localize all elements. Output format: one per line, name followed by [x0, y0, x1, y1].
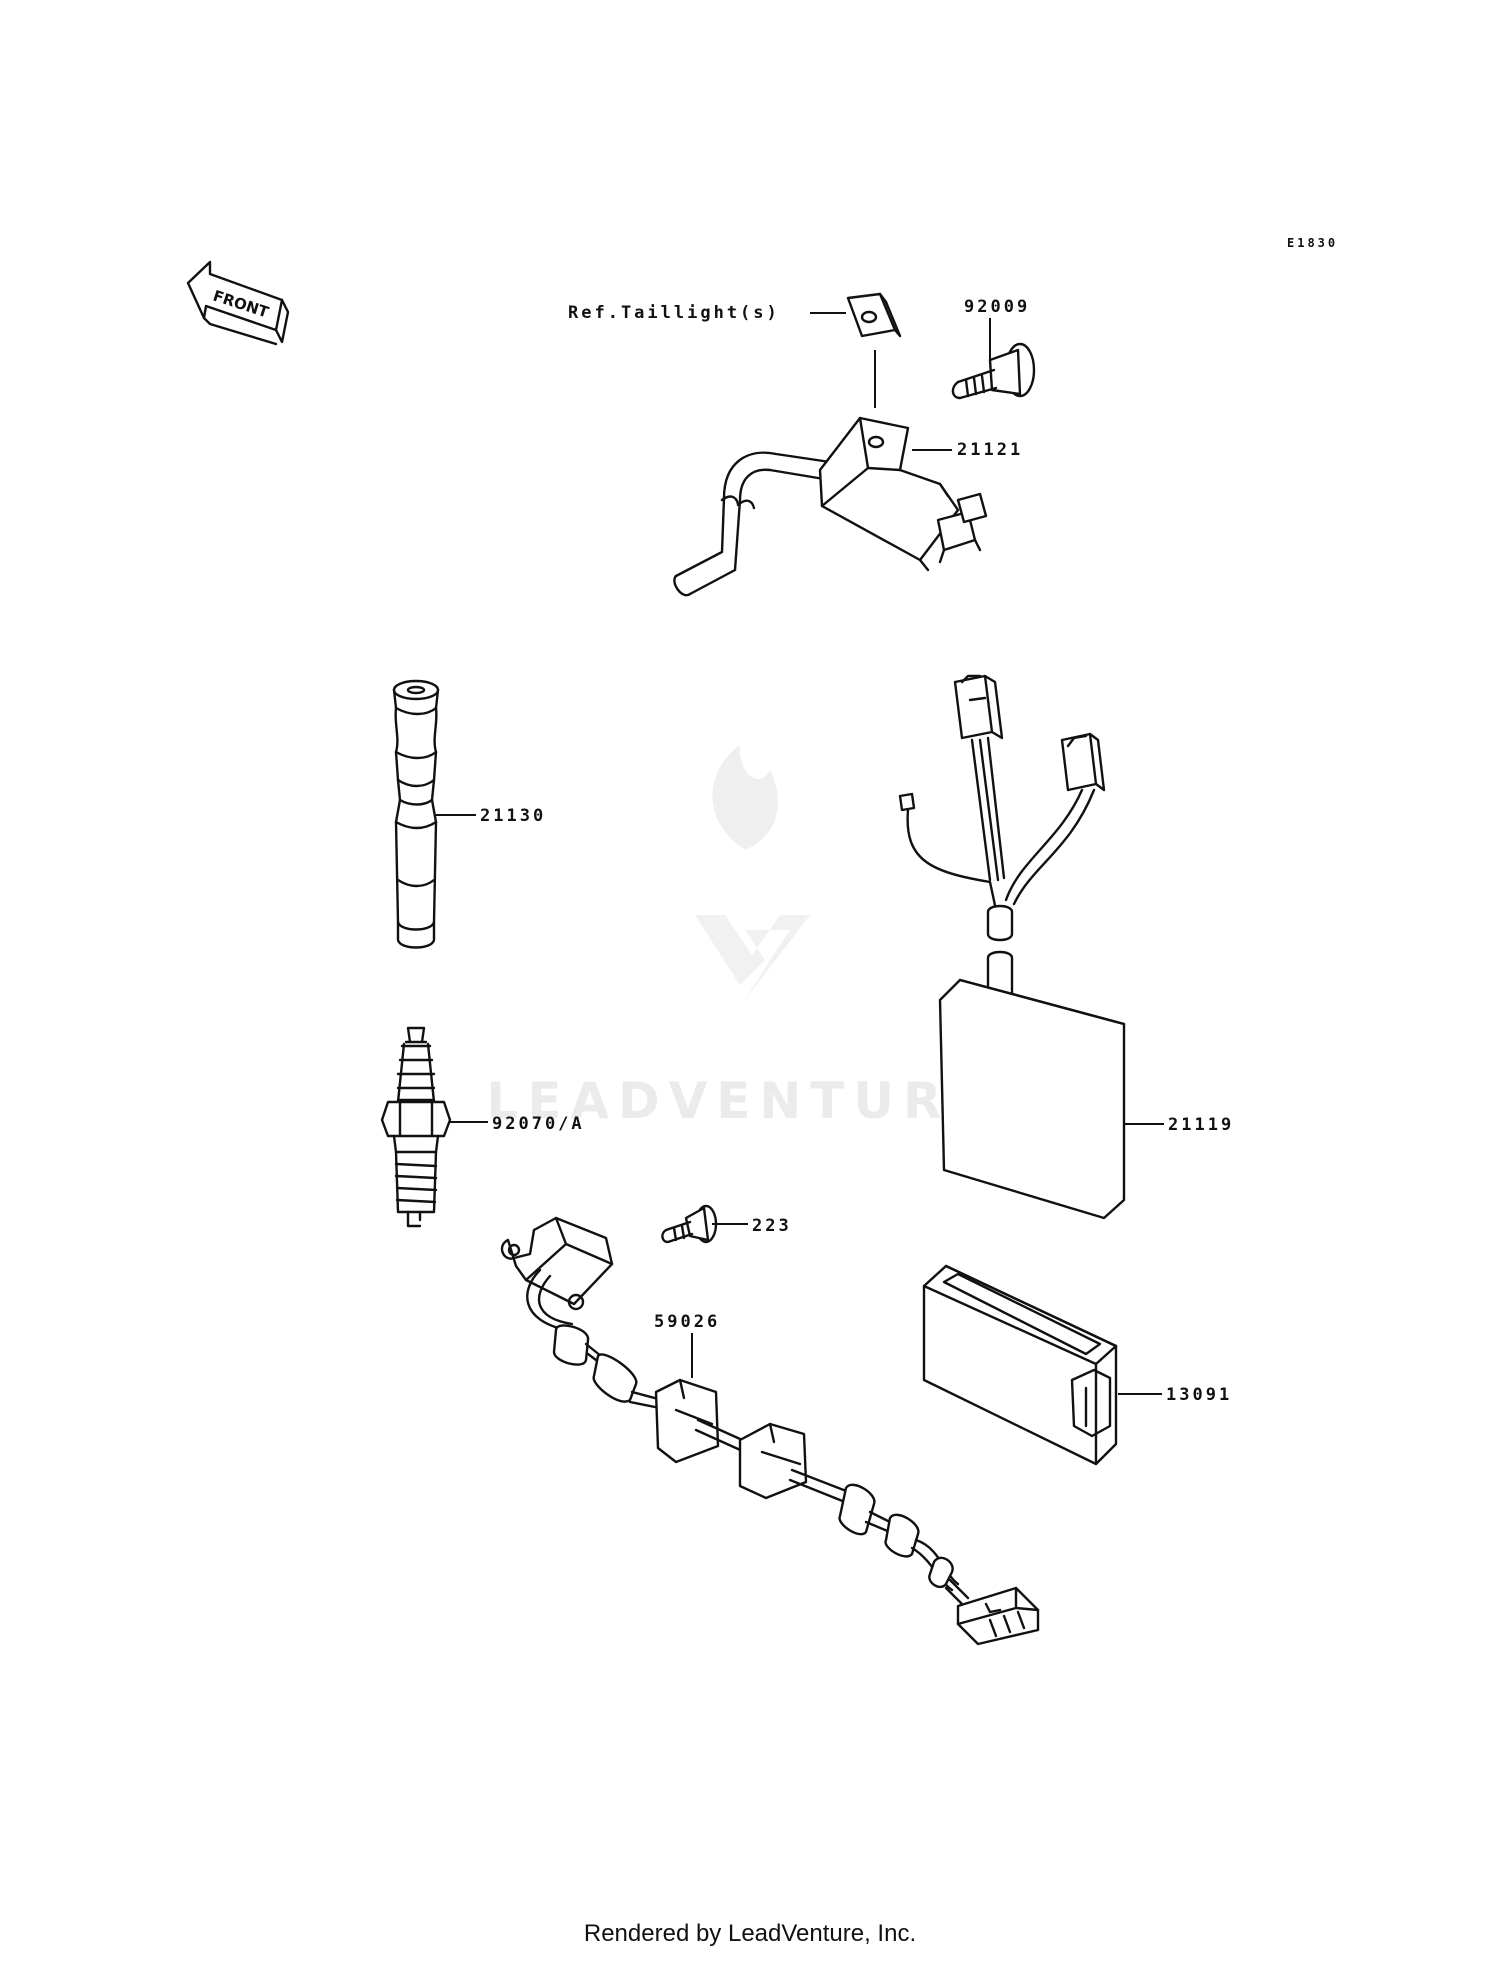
callout-ref-taillight: Ref.Taillight(s) [568, 303, 780, 323]
callout-21121: 21121 [957, 440, 1023, 460]
wiring-harness-icon [500, 1216, 1040, 1646]
spark-plug-icon [380, 1026, 452, 1228]
callout-21130: 21130 [480, 806, 546, 826]
screw-92009-icon [951, 342, 1036, 400]
spark-plug-cap-icon [392, 679, 440, 949]
callout-92070-a: 92070/A [492, 1114, 585, 1134]
screw-223-icon [661, 1204, 718, 1244]
case-icon [922, 1264, 1118, 1466]
watermark-text: LEADVENTURE [486, 1072, 993, 1130]
igniter-unit-icon [898, 674, 1126, 1220]
callout-13091: 13091 [1166, 1385, 1232, 1405]
callout-223: 223 [752, 1216, 792, 1236]
front-direction-arrow: FRONT [186, 260, 290, 346]
callout-21119: 21119 [1168, 1115, 1234, 1135]
taillight-bracket-icon [846, 292, 902, 338]
callout-59026: 59026 [654, 1312, 720, 1332]
ignition-coil-icon [673, 416, 988, 597]
watermark-logo: LEADVENTURE [486, 745, 993, 1130]
callout-92009: 92009 [964, 297, 1030, 317]
diagram-code: E1830 [1287, 236, 1338, 250]
footer-credit: Rendered by LeadVenture, Inc. [583, 1920, 917, 1947]
